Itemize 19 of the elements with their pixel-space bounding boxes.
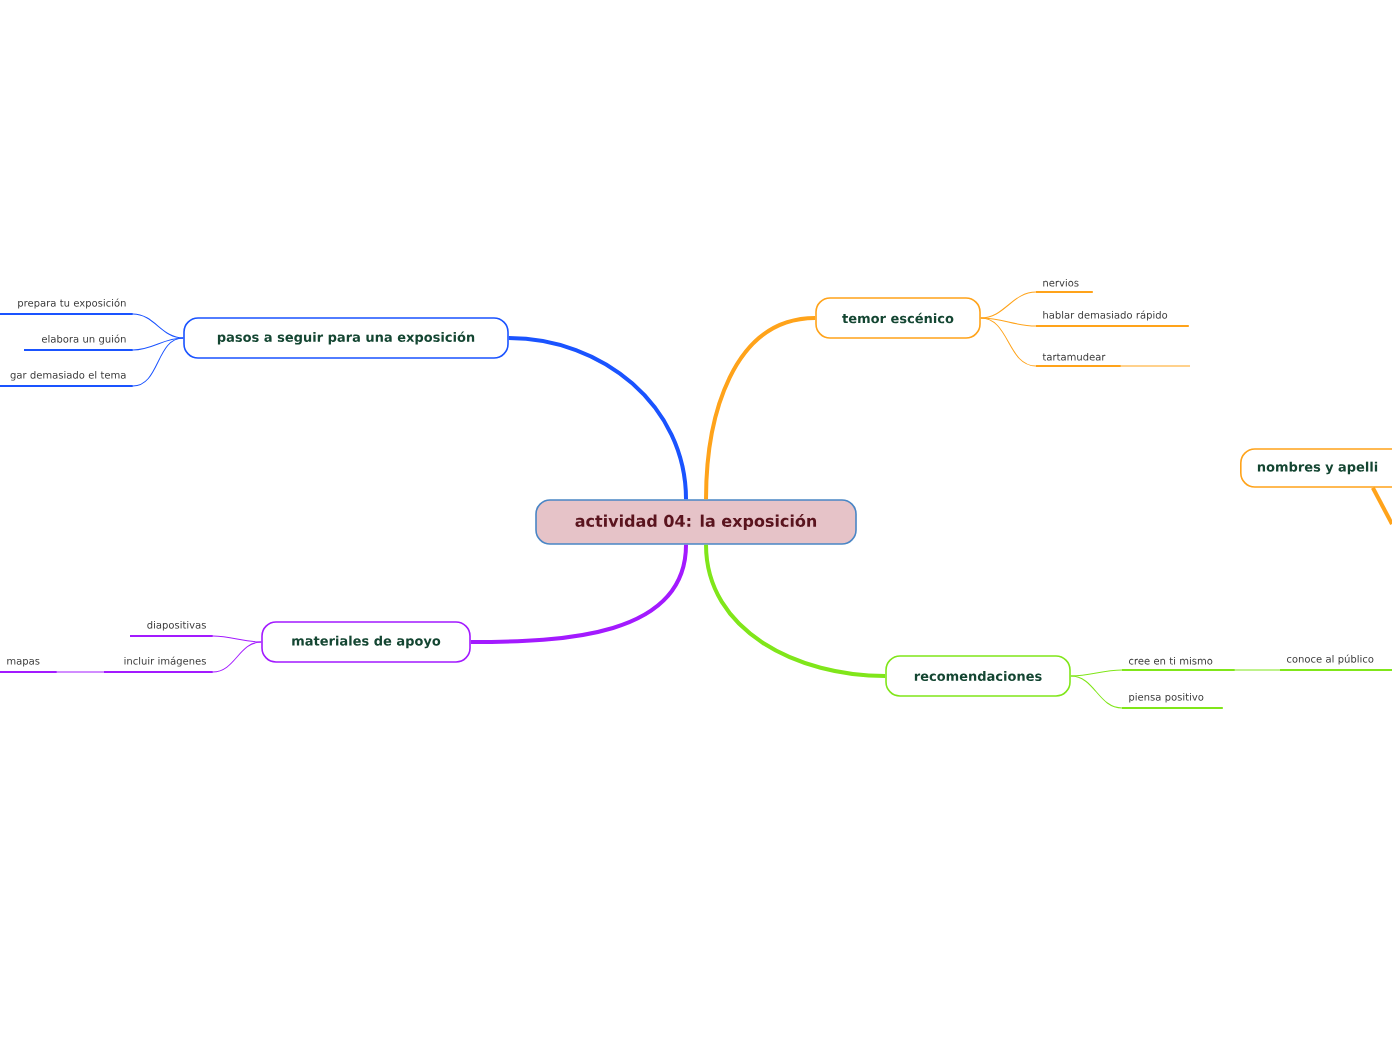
connector bbox=[704, 316, 816, 500]
connector bbox=[470, 544, 688, 644]
connector bbox=[56, 671, 105, 673]
connector bbox=[1070, 675, 1123, 709]
connector bbox=[1371, 486, 1392, 525]
connector bbox=[132, 337, 184, 351]
connector bbox=[1120, 365, 1191, 367]
central-topic-box: actividad 04: la exposición bbox=[535, 499, 857, 545]
connector bbox=[132, 337, 184, 387]
connector bbox=[1234, 669, 1281, 671]
connector bbox=[980, 291, 1037, 319]
connector bbox=[132, 313, 184, 339]
connector bbox=[980, 317, 1037, 367]
connector bbox=[704, 544, 886, 678]
connector bbox=[212, 641, 262, 673]
connector bbox=[980, 317, 1037, 327]
connector bbox=[212, 635, 262, 643]
connector bbox=[1070, 669, 1123, 677]
connector bbox=[508, 336, 688, 500]
